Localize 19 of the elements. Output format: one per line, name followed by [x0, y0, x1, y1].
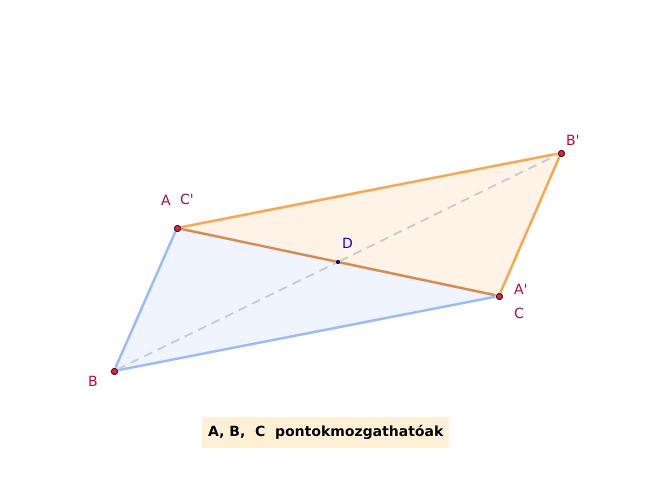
note: A, B, C pontokmozgathatóak — [202, 417, 450, 448]
point-label: C' — [180, 192, 194, 208]
point-label: A' — [514, 282, 528, 298]
point — [336, 260, 340, 264]
point-label: A — [161, 193, 171, 209]
point-label: B — [88, 374, 98, 390]
point-label: B' — [566, 133, 580, 149]
point — [558, 150, 564, 156]
point — [174, 224, 180, 232]
line-segment — [499, 156, 561, 294]
line-segment — [180, 228, 496, 296]
point-label: C — [514, 306, 524, 322]
line-segment — [114, 230, 177, 368]
point-label: D — [342, 236, 353, 252]
point — [110, 368, 118, 374]
dashed-line — [339, 154, 558, 262]
dashed-line — [116, 262, 337, 370]
line-segment — [180, 152, 558, 229]
line-segment — [117, 295, 496, 372]
